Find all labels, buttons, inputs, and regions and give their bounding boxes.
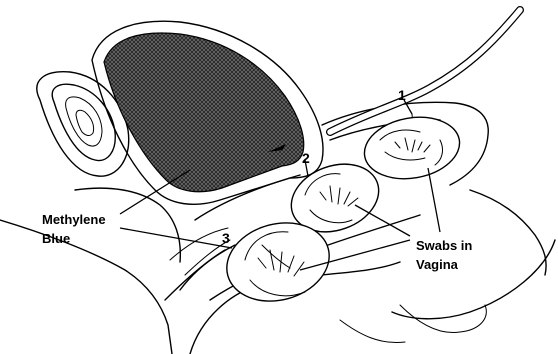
bladder	[92, 21, 323, 204]
leader-methylene-to-point3	[120, 228, 232, 248]
methylene-blue-label-line1: Methylene	[42, 212, 106, 227]
ureteral-catheter	[330, 10, 520, 132]
marker-2: 2	[302, 150, 310, 166]
leader-swabs-to-upper	[428, 168, 440, 232]
marker-3: 3	[222, 230, 230, 246]
swab-1	[360, 110, 465, 186]
swabs-label-line2: Vagina	[416, 257, 459, 272]
marker-1: 1	[398, 87, 406, 103]
methylene-blue-label-line2: Blue	[42, 231, 70, 246]
swabs-label-line1: Swabs in	[416, 238, 472, 253]
